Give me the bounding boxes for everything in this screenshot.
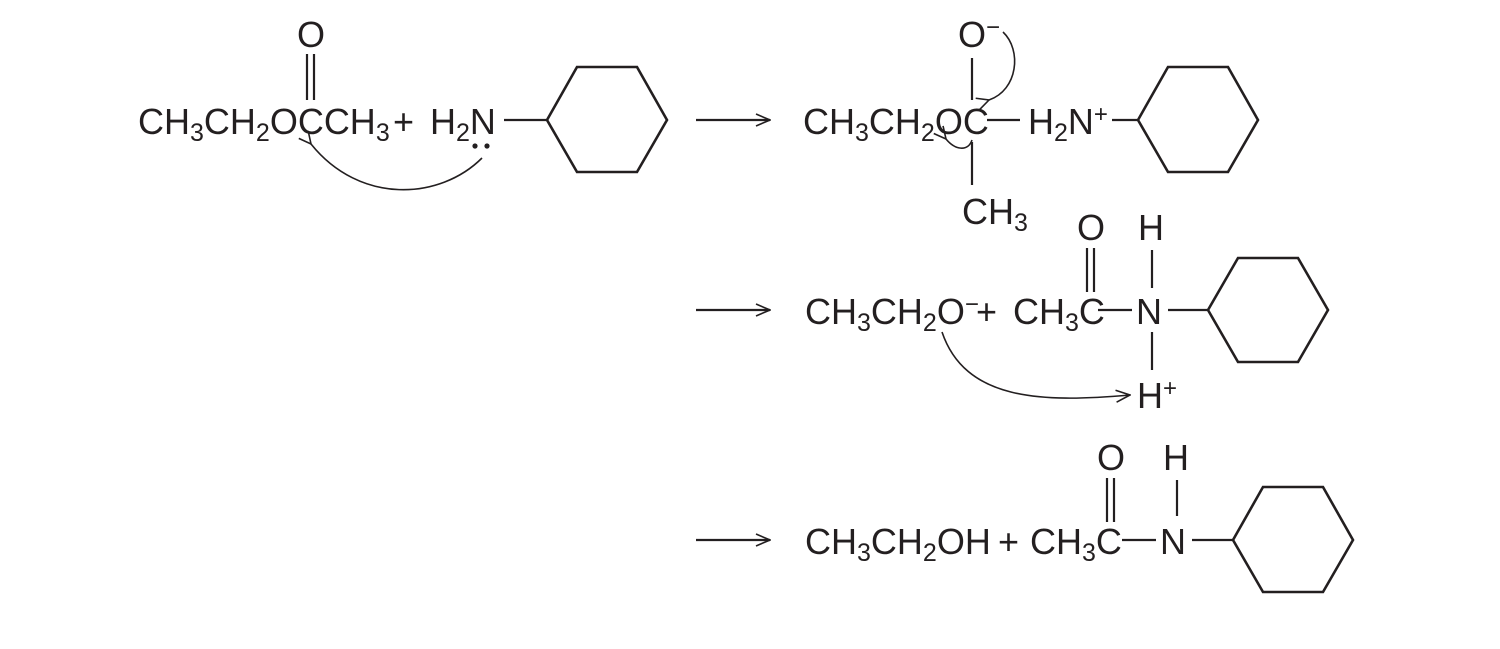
formula-segment: CH bbox=[204, 101, 256, 142]
nitrogen-atom: N bbox=[1160, 521, 1186, 562]
step3-species: CH3CH2O− + CH3C O N H H+ bbox=[805, 207, 1330, 416]
curved-electron-arrow bbox=[946, 139, 973, 149]
subscript: 2 bbox=[1054, 119, 1068, 147]
step1-reactants: CH3CH2OCCH3 O + H2N bbox=[138, 14, 669, 191]
formula-segment: OH bbox=[937, 521, 991, 562]
cyclohexane-ring bbox=[1136, 65, 1260, 174]
tetrahedral-intermediate: CH3CH2OC O− CH3 H2N+ bbox=[803, 14, 1260, 237]
subscript: 2 bbox=[923, 309, 937, 337]
formula-segment: CH bbox=[962, 191, 1014, 232]
subscript: 2 bbox=[456, 119, 470, 147]
formula-segment: O bbox=[958, 14, 986, 55]
charge-superscript: + bbox=[1163, 375, 1177, 402]
formula-segment: N bbox=[1068, 101, 1094, 142]
carbonyl-oxygen: O bbox=[1077, 207, 1105, 248]
subscript: 3 bbox=[1014, 209, 1028, 237]
formula-segment: H bbox=[1137, 375, 1163, 416]
ethanol-formula: CH3CH2OH bbox=[805, 521, 991, 567]
formula-segment: O bbox=[937, 291, 965, 332]
formula-segment: OCCH bbox=[270, 101, 376, 142]
formula-segment: C bbox=[1096, 521, 1122, 562]
plus-sign: + bbox=[998, 521, 1019, 562]
ethoxide-formula: CH3CH2O− bbox=[805, 291, 979, 337]
lone-pair-dot bbox=[484, 143, 490, 149]
nitrogen-atom: N bbox=[1136, 291, 1162, 332]
curved-electron-arrow bbox=[989, 31, 1016, 100]
subscript: 3 bbox=[190, 119, 204, 147]
formula-segment: CH bbox=[805, 291, 857, 332]
subscript: 3 bbox=[855, 119, 869, 147]
plus-sign: + bbox=[976, 291, 997, 332]
subscript: 2 bbox=[921, 119, 935, 147]
subscript: 3 bbox=[857, 539, 871, 567]
formula-segment: N bbox=[470, 101, 496, 142]
formula-segment: CH bbox=[869, 101, 921, 142]
formula-segment: H bbox=[1028, 101, 1054, 142]
curved-electron-arrow bbox=[311, 144, 483, 191]
ammonium-formula: H2N+ bbox=[1028, 101, 1108, 147]
formula-segment: CH bbox=[803, 101, 855, 142]
cyclohexane-ring bbox=[1206, 256, 1330, 364]
hydrogen-atom: H bbox=[1163, 437, 1189, 478]
carbonyl-oxygen: O bbox=[297, 14, 325, 55]
formula-segment: CH bbox=[871, 521, 923, 562]
formula-segment: CH bbox=[138, 101, 190, 142]
ethyl-acetate-formula: CH3CH2OCCH3 bbox=[138, 101, 390, 147]
carbonyl-oxygen: O bbox=[1097, 437, 1125, 478]
acyl-formula: CH3C bbox=[1030, 521, 1122, 567]
formula-segment: CH bbox=[1030, 521, 1082, 562]
formula-segment: CH bbox=[805, 521, 857, 562]
subscript: 3 bbox=[857, 309, 871, 337]
plus-sign: + bbox=[393, 101, 414, 142]
curved-electron-arrow bbox=[941, 331, 1130, 398]
formula-segment: OC bbox=[935, 101, 989, 142]
formula-segment: CH bbox=[871, 291, 923, 332]
acidic-proton: H+ bbox=[1137, 375, 1177, 416]
charge-superscript: + bbox=[1094, 101, 1108, 128]
amine-formula: H2N bbox=[430, 101, 496, 147]
charge-superscript: − bbox=[965, 291, 979, 318]
step4-products: CH3CH2OH + CH3C O N H bbox=[805, 437, 1355, 594]
formula-segment: H bbox=[430, 101, 456, 142]
subscript: 2 bbox=[923, 539, 937, 567]
charge-superscript: − bbox=[986, 14, 1000, 41]
subscript: 3 bbox=[376, 119, 390, 147]
acyl-formula: CH3C bbox=[1013, 291, 1105, 337]
lone-pair-dot bbox=[472, 143, 478, 149]
subscript: 3 bbox=[1082, 539, 1096, 567]
hydrogen-atom: H bbox=[1138, 207, 1164, 248]
subscript: 2 bbox=[256, 119, 270, 147]
formula-segment: C bbox=[1079, 291, 1105, 332]
intermediate-left-formula: CH3CH2OC bbox=[803, 101, 989, 147]
methyl-group: CH3 bbox=[962, 191, 1028, 237]
formula-segment: CH bbox=[1013, 291, 1065, 332]
cyclohexane-ring bbox=[545, 65, 669, 174]
subscript: 3 bbox=[1065, 309, 1079, 337]
oxide-oxygen: O− bbox=[958, 14, 1000, 55]
cyclohexane-ring bbox=[1231, 485, 1355, 594]
